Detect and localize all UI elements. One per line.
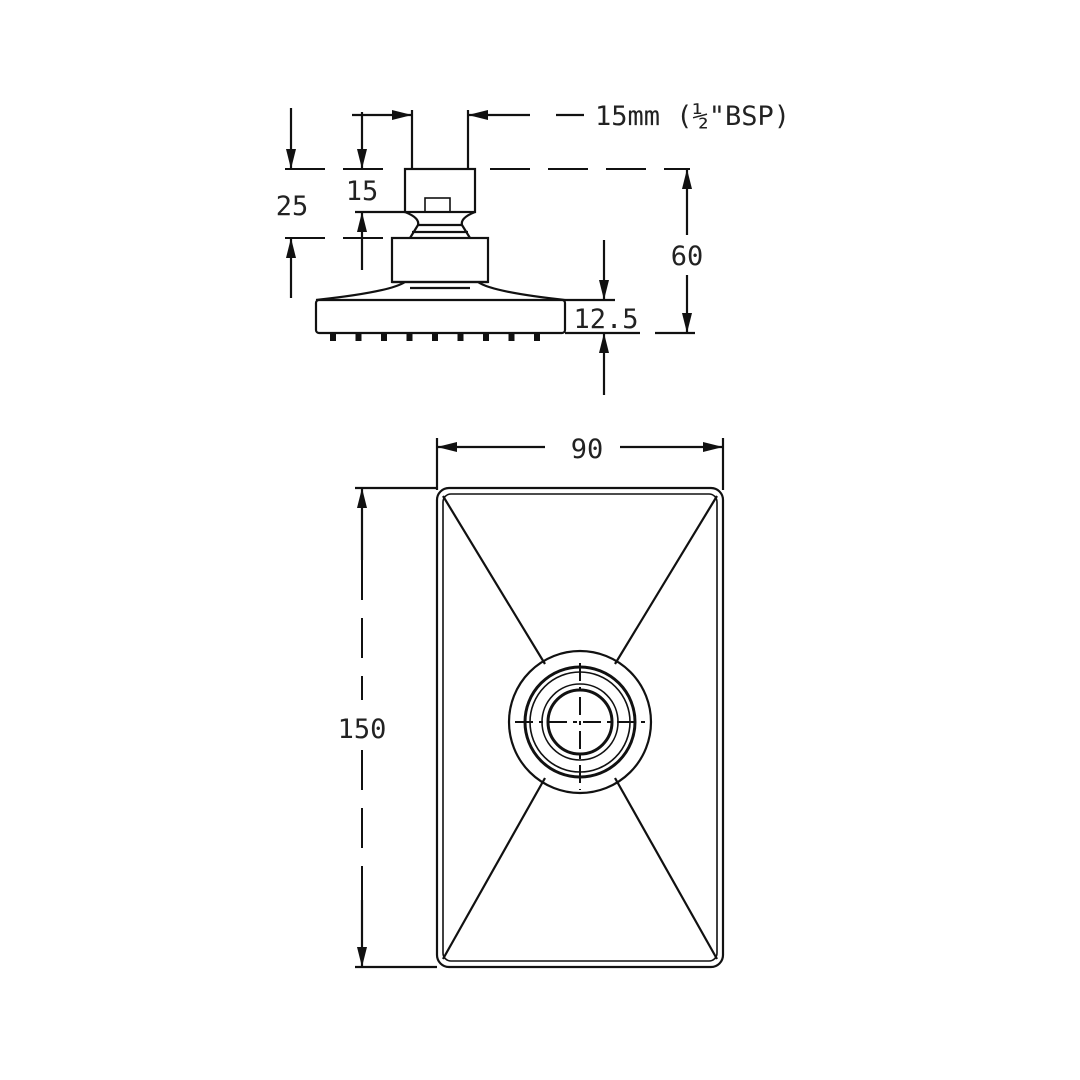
face-plate (314, 298, 567, 335)
dim-90-label: 90 (571, 434, 604, 465)
nozzle (508, 334, 515, 341)
dim-thread-label: 15mm (½"BSP) (595, 101, 790, 132)
diagonal-rib (614, 495, 718, 665)
dim-60-label: 60 (671, 241, 704, 272)
nozzle (355, 334, 362, 341)
collar (390, 236, 490, 284)
nozzle (406, 334, 413, 341)
nozzle (330, 334, 336, 341)
nozzle (381, 334, 387, 341)
cone (315, 280, 566, 302)
outer-ring (507, 649, 653, 795)
dim-12-5-label: 12.5 (573, 304, 638, 335)
dim-15-label: 15 (346, 176, 379, 207)
nut (403, 167, 477, 214)
diagonal-rib (442, 777, 546, 960)
diagonal-rib (442, 495, 546, 665)
outer-outline (435, 486, 725, 969)
diagonal-rib (614, 777, 718, 960)
side-view: 25 15 15mm (½"BSP) 60 12.5 (276, 101, 790, 395)
nozzle (432, 334, 438, 341)
nozzles (330, 334, 540, 341)
nut-tab (424, 197, 451, 213)
dim-150-label: 150 (338, 714, 387, 745)
dim-25-label: 25 (276, 191, 309, 222)
plan-view: 90 150 (338, 434, 725, 969)
nozzle (483, 334, 489, 341)
nozzle (534, 334, 540, 341)
inner-outline (442, 493, 718, 962)
neck (404, 210, 476, 239)
nozzle (457, 334, 464, 341)
